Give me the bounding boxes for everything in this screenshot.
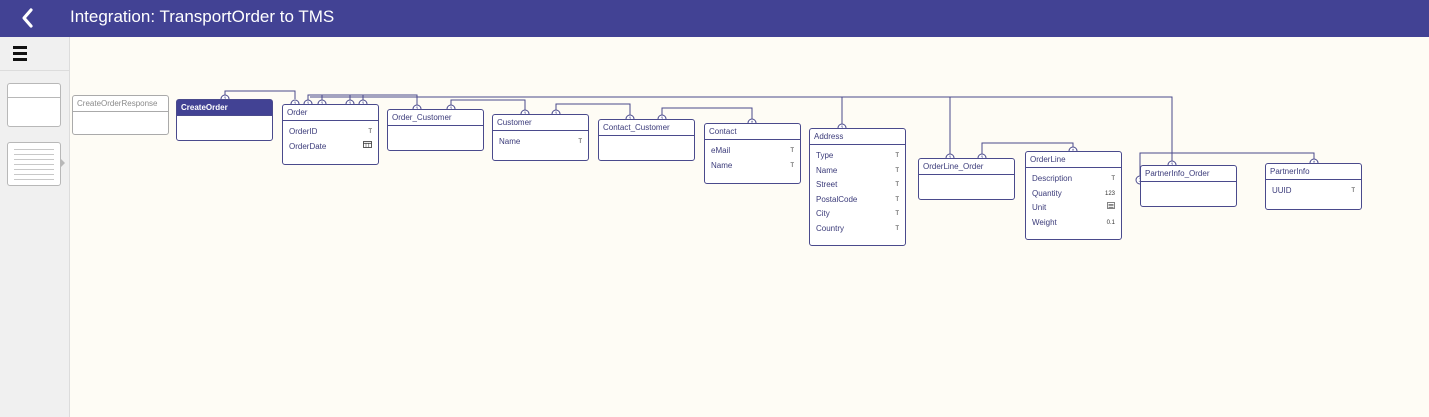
decimal-type-icon: 0.1: [1106, 219, 1115, 226]
field-name: Unit: [1032, 203, 1047, 212]
field-row[interactable]: OrderID T: [289, 126, 372, 141]
entity-order[interactable]: Order OrderID T OrderDate: [282, 104, 379, 165]
entity-title: OrderLine: [1026, 152, 1121, 168]
field-row[interactable]: OrderDate: [289, 140, 372, 156]
menu-button[interactable]: [0, 37, 69, 71]
entity-title: Address: [810, 129, 905, 145]
field-name: OrderID: [289, 127, 318, 136]
entity-title: Order: [283, 105, 378, 121]
field-name: Description: [1032, 174, 1073, 183]
field-name: Name: [499, 137, 521, 146]
text-type-icon: T: [895, 196, 899, 203]
field-row[interactable]: Name T: [711, 160, 794, 175]
thumbnail-line: [14, 179, 54, 180]
link-createorder-order: [224, 90, 296, 99]
hamburger-icon-bar: [13, 52, 27, 55]
sidebar: [0, 37, 70, 417]
field-name: eMail: [711, 146, 731, 155]
entity-title: Customer: [493, 115, 588, 131]
field-row[interactable]: City T: [816, 208, 899, 223]
number-type-icon: 123: [1104, 190, 1115, 197]
field-row[interactable]: PostalCode T: [816, 194, 899, 209]
view-thumbnail-list[interactable]: [7, 142, 61, 186]
text-type-icon: T: [790, 162, 794, 169]
text-type-icon: T: [1351, 188, 1355, 194]
text-type-icon: T: [895, 225, 899, 232]
list-icon: [1107, 202, 1115, 214]
field-name: UUID: [1272, 186, 1292, 195]
hamburger-icon: [13, 46, 27, 49]
field-name: Type: [816, 151, 834, 160]
entity-partnerinfo[interactable]: PartnerInfo UUID T: [1265, 163, 1362, 210]
thumbnail-line: [14, 159, 54, 160]
entity-create-order-response[interactable]: CreateOrderResponse: [72, 95, 169, 135]
field-row[interactable]: Name T: [816, 165, 899, 180]
entity-partnerinfo-order[interactable]: PartnerInfo_Order: [1140, 165, 1237, 207]
field-row[interactable]: Street T: [816, 179, 899, 194]
entity-contact-customer[interactable]: Contact_Customer: [598, 119, 695, 161]
field-row[interactable]: Country T: [816, 223, 899, 238]
entity-title: CreateOrderResponse: [73, 96, 168, 112]
field-row[interactable]: Weight 0.1: [1032, 217, 1115, 232]
header-bar: Integration: TransportOrder to TMS: [0, 0, 1429, 37]
text-type-icon: T: [790, 148, 794, 154]
text-type-icon: T: [1111, 176, 1115, 182]
entity-customer[interactable]: Customer Name T: [492, 114, 589, 161]
entity-title: CreateOrder: [177, 100, 272, 116]
thumbnail-divider: [8, 97, 60, 98]
field-name: Name: [816, 165, 838, 175]
link-customer-contact-customer: [555, 103, 631, 119]
text-type-icon: T: [895, 167, 899, 174]
calendar-icon: [363, 140, 372, 153]
entity-title: PartnerInfo: [1266, 164, 1361, 180]
thumbnail-selected-arrow-icon: [60, 158, 65, 168]
entity-title: PartnerInfo_Order: [1141, 166, 1236, 182]
field-row[interactable]: Quantity 123: [1032, 188, 1115, 203]
thumbnail-line: [14, 164, 54, 165]
entity-title: Contact: [705, 124, 800, 140]
field-name: City: [816, 209, 830, 218]
text-type-icon: T: [368, 129, 372, 135]
entity-contact[interactable]: Contact eMail T Name T: [704, 123, 801, 184]
relationship-links: 1 1 1 1 1 1 1 1 1 1 1 1 * 1 1 1 * 1 1 *: [220, 90, 1319, 185]
field-name: Quantity: [1032, 188, 1062, 198]
entity-title: Contact_Customer: [599, 120, 694, 136]
text-type-icon: T: [895, 211, 899, 217]
field-name: Name: [711, 160, 733, 170]
back-button[interactable]: [14, 5, 42, 31]
hamburger-icon-bar: [13, 58, 27, 61]
field-name: Street: [816, 180, 838, 189]
field-row[interactable]: Name T: [499, 136, 582, 151]
field-row[interactable]: Description T: [1032, 173, 1115, 188]
thumbnail-line: [14, 149, 54, 150]
chevron-left-icon: [22, 8, 33, 28]
thumbnail-line: [14, 169, 54, 170]
entity-order-customer[interactable]: Order_Customer: [387, 109, 484, 151]
link-contact-customer-contact: [661, 107, 753, 123]
view-thumbnail-entity[interactable]: [7, 83, 61, 127]
entity-title: Order_Customer: [388, 110, 483, 126]
field-row[interactable]: eMail T: [711, 145, 794, 160]
entity-create-order[interactable]: CreateOrder: [176, 99, 273, 141]
link-order-partnerinfo-order: [310, 96, 1173, 165]
field-name: PostalCode: [816, 194, 858, 204]
thumbnail-line: [14, 154, 54, 155]
field-name: OrderDate: [289, 141, 327, 151]
text-type-icon: T: [895, 153, 899, 159]
text-type-icon: T: [578, 139, 582, 145]
thumbnail-line: [14, 174, 54, 175]
page-title: Integration: TransportOrder to TMS: [70, 7, 335, 26]
field-name: Weight: [1032, 217, 1057, 227]
field-row[interactable]: Type T: [816, 150, 899, 165]
entity-orderline-order[interactable]: OrderLine_Order: [918, 158, 1015, 200]
field-name: Country: [816, 223, 845, 233]
diagram-canvas[interactable]: 1 1 1 1 1 1 1 1 1 1 1 1 * 1 1 1 * 1 1 * …: [70, 37, 1429, 417]
field-row[interactable]: Unit: [1032, 202, 1115, 217]
text-type-icon: T: [895, 182, 899, 188]
entity-title: OrderLine_Order: [919, 159, 1014, 175]
field-row[interactable]: UUID T: [1272, 185, 1355, 200]
